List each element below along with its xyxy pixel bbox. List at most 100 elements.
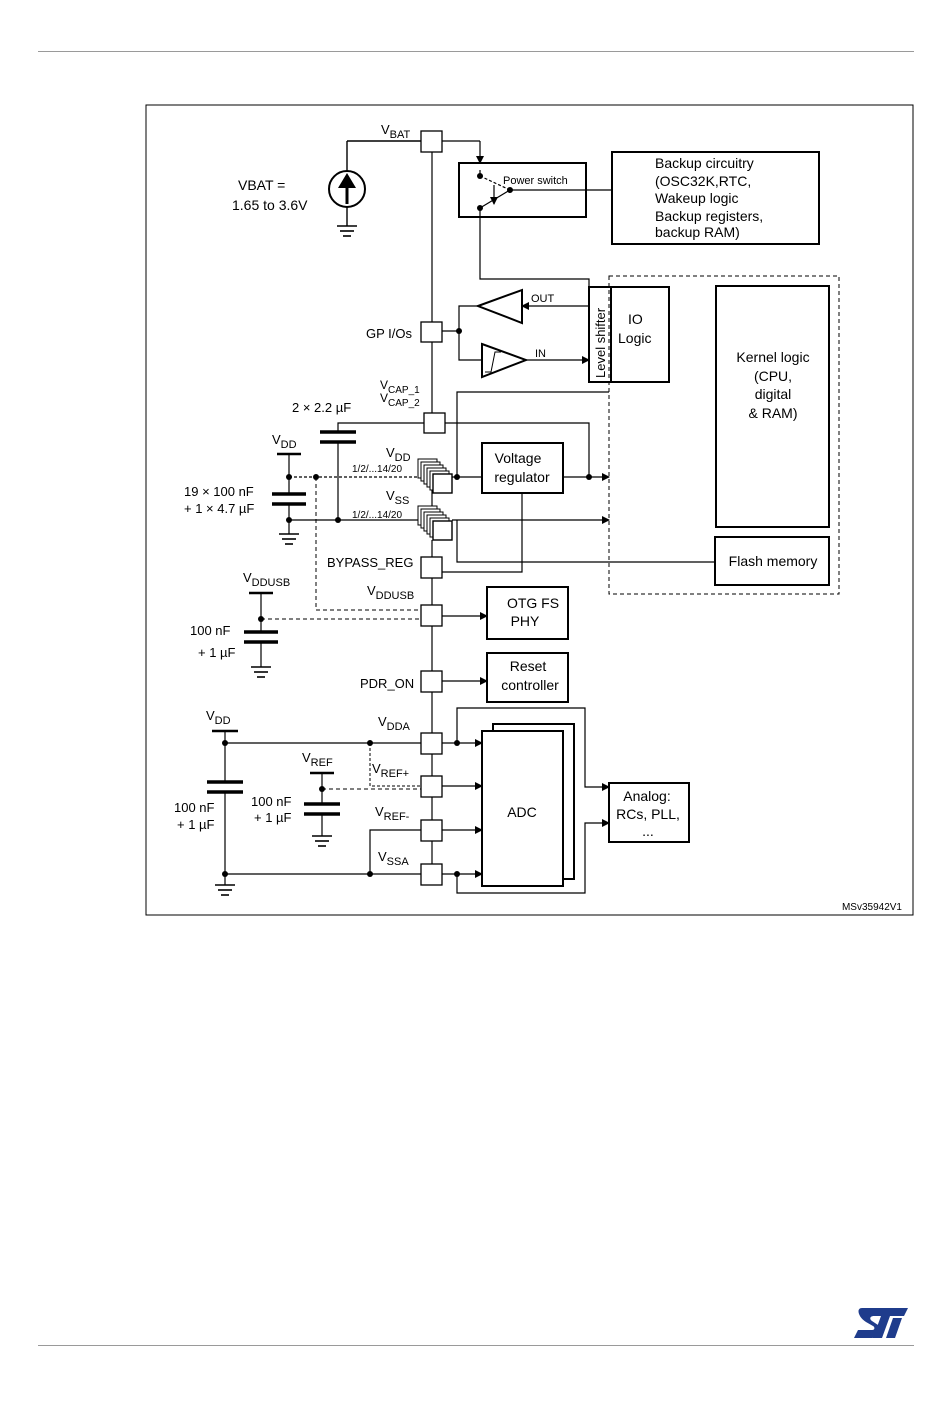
vdda-junction xyxy=(454,740,460,746)
gpio-junction xyxy=(456,328,462,334)
ext-vdd-top: VDD xyxy=(272,432,297,451)
core-wiring xyxy=(442,391,715,573)
flash-memory-label: Flash memory xyxy=(729,553,818,569)
pin-vddusb xyxy=(420,604,443,627)
pin-vss-stack xyxy=(417,505,453,541)
vref-ground-icon xyxy=(312,835,332,847)
pin-vref-plus xyxy=(420,775,443,798)
vbat-source-label-1: VBAT = xyxy=(238,177,285,193)
figure-id: MSv35942V1 xyxy=(842,902,902,913)
backup-circuitry-box xyxy=(611,151,820,245)
cap-vcap-label: 2 × 2.2 µF xyxy=(292,400,351,415)
label-vss: VSS xyxy=(386,488,409,507)
pin-vdda xyxy=(420,732,443,755)
reset-line-1: Reset xyxy=(510,658,547,674)
label-vdd-range: 1/2/...14/20 xyxy=(352,464,402,475)
output-buffer-icon xyxy=(475,288,523,325)
label-vssa: VSSA xyxy=(378,849,409,868)
pin-vssa xyxy=(420,863,443,886)
power-switch: Power switch xyxy=(442,140,612,218)
vdd-ground-icon xyxy=(279,533,299,545)
analog-line-2: RCs, PLL, xyxy=(616,806,680,822)
ground-icon xyxy=(337,225,357,237)
vdda-ground-icon xyxy=(215,884,235,896)
vref-dot xyxy=(319,786,325,792)
label-vcap2: VCAP_2 xyxy=(380,391,420,409)
otg-fs-phy-box xyxy=(486,586,569,640)
vdd-decoupling xyxy=(272,452,418,534)
otg-line-2: PHY xyxy=(511,613,540,629)
kernel-line-1: Kernel logic xyxy=(736,349,809,365)
label-vref-plus: VREF+ xyxy=(372,761,409,780)
cap-vdd-label-2: + 1 × 4.7 µF xyxy=(184,501,254,516)
backup-line-2: (OSC32K,RTC, xyxy=(655,173,751,189)
vssa-junction xyxy=(454,871,460,877)
header-rule xyxy=(38,51,914,52)
vbat-switched-line xyxy=(479,208,590,287)
backup-line-1: Backup circuitry xyxy=(655,155,754,171)
backup-line-3: Wakeup logic xyxy=(655,190,739,206)
kernel-line-2: (CPU, xyxy=(754,368,792,384)
io-logic-line-1: IO xyxy=(628,311,643,327)
out-label: OUT xyxy=(531,293,555,305)
label-vcap1: VCAP_1 xyxy=(380,378,420,396)
kernel-line-4: & RAM) xyxy=(749,405,798,421)
pin-bypass-reg xyxy=(420,556,443,579)
gpio-buffers xyxy=(442,288,590,379)
pin-vdd-stack xyxy=(417,458,453,494)
ext-vdd-bottom: VDD xyxy=(206,708,231,727)
pin-pdr-on xyxy=(420,670,443,693)
label-vbat: VBAT xyxy=(381,122,411,141)
usb-ground-icon xyxy=(251,666,271,678)
regulator-line-2: regulator xyxy=(494,469,550,485)
flash-memory-box xyxy=(714,536,830,586)
vdd-junction xyxy=(454,474,460,480)
label-vdda: VDDA xyxy=(378,714,411,733)
label-vdd: VDD xyxy=(386,445,411,464)
vdda-ext-dot xyxy=(222,740,228,746)
regulator-line-1: Voltage xyxy=(495,450,542,466)
cap-vdd-label-1: 19 × 100 nF xyxy=(184,484,254,499)
vdd-node-dot xyxy=(286,474,292,480)
vddusb-wiring xyxy=(244,477,488,667)
label-vss-range: 1/2/...14/20 xyxy=(352,510,402,521)
cap-vdda-label-1: 100 nF xyxy=(174,800,215,815)
pin-gpio xyxy=(420,321,443,343)
st-logo-icon xyxy=(854,1308,908,1338)
reset-controller-box xyxy=(486,652,569,703)
label-bypass-reg: BYPASS_REG xyxy=(327,555,413,570)
battery-arrow-icon xyxy=(338,173,356,188)
analog-line-3: ... xyxy=(642,823,654,839)
label-vddusb: VDDUSB xyxy=(367,583,414,602)
analog-box xyxy=(608,782,690,843)
vss-cap-dot xyxy=(335,517,341,523)
cap-vref-label-1: 100 nF xyxy=(251,794,292,809)
figure-frame xyxy=(145,104,914,916)
label-vref-minus: VREF- xyxy=(375,804,410,823)
io-logic-box xyxy=(610,286,670,383)
pin-vbat xyxy=(420,130,443,153)
analog-wiring xyxy=(442,707,610,894)
in-label: IN xyxy=(535,348,546,360)
vssa-branch-dot xyxy=(367,871,373,877)
vssa-ext-dot xyxy=(222,871,228,877)
adc-label: ADC xyxy=(507,804,537,820)
vddusb-dot xyxy=(258,616,264,622)
cap-vdda-label-2: + 1 µF xyxy=(177,817,215,832)
pin-vref-minus xyxy=(420,819,443,842)
core-domain-box xyxy=(608,275,840,595)
ext-vref: VREF xyxy=(302,750,333,769)
backup-line-4: Backup registers, xyxy=(655,208,763,224)
cap-usb-label-1: 100 nF xyxy=(190,623,231,638)
io-logic-line-2: Logic xyxy=(618,330,651,346)
level-shifter-label: Level shifter xyxy=(593,307,608,378)
vbat-source xyxy=(328,140,421,226)
label-pdr-on: PDR_ON xyxy=(360,676,414,691)
voltage-regulator-box xyxy=(481,442,564,494)
reg-out-junction xyxy=(586,474,592,480)
cap-usb-label-2: + 1 µF xyxy=(198,645,236,660)
power-switch-label: Power switch xyxy=(503,175,568,187)
vbat-source-label-2: 1.65 to 3.6V xyxy=(232,197,308,213)
reset-line-2: controller xyxy=(501,677,559,693)
